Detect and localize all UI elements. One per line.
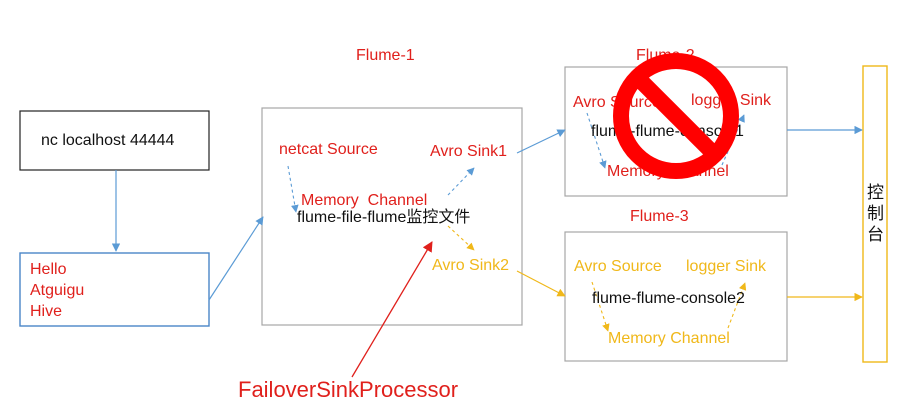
console-box bbox=[862, 65, 888, 363]
failover-processor-arrow bbox=[351, 241, 433, 378]
sink2-to-flume3-arrow bbox=[516, 270, 566, 297]
flume3-source-to-channel-arrow bbox=[591, 281, 610, 332]
flume3-memory-channel-label: Memory Channel bbox=[608, 330, 730, 347]
failover-processor-label: FailoverSinkProcessor bbox=[238, 377, 459, 402]
source-to-channel-arrow bbox=[287, 165, 299, 213]
nc-command-label: nc localhost 44444 bbox=[41, 132, 175, 149]
sink1-to-flume2-arrow bbox=[516, 129, 566, 154]
console-char-3: 台 bbox=[867, 225, 884, 244]
memory-channel-1-label: Memory Channel bbox=[301, 192, 428, 209]
console-char-1: 控 bbox=[867, 183, 884, 202]
input-line-atguigu: Atguigu bbox=[30, 282, 85, 299]
input-line-hello: Hello bbox=[30, 261, 67, 278]
console-char-2: 制 bbox=[867, 204, 884, 223]
netcat-source-label: netcat Source bbox=[279, 141, 378, 158]
flume3-channel-to-sink-arrow bbox=[727, 282, 747, 329]
input-line-hive: Hive bbox=[30, 303, 63, 320]
flume1-box bbox=[261, 107, 523, 326]
channel-to-sink1-arrow bbox=[447, 167, 475, 196]
flume1-config-label: flume-file-flume监控文件 bbox=[297, 209, 471, 226]
flume3-box bbox=[564, 231, 788, 362]
avro-sink1-label: Avro Sink1 bbox=[430, 143, 508, 160]
flume3-logger-sink-label: logger Sink bbox=[686, 258, 767, 275]
flume3-title: Flume-3 bbox=[630, 208, 689, 225]
flume1-title: Flume-1 bbox=[356, 47, 415, 64]
input-to-flume1-arrow bbox=[208, 216, 264, 301]
nc-command-box bbox=[19, 110, 210, 171]
avro-sink2-label: Avro Sink2 bbox=[432, 257, 510, 274]
input-data-box bbox=[19, 252, 210, 327]
flume2-source-to-channel-arrow bbox=[586, 112, 607, 169]
flume3-avro-source-label: Avro Source bbox=[574, 258, 662, 275]
flume3-config-label: flume-flume-console2 bbox=[592, 290, 745, 307]
